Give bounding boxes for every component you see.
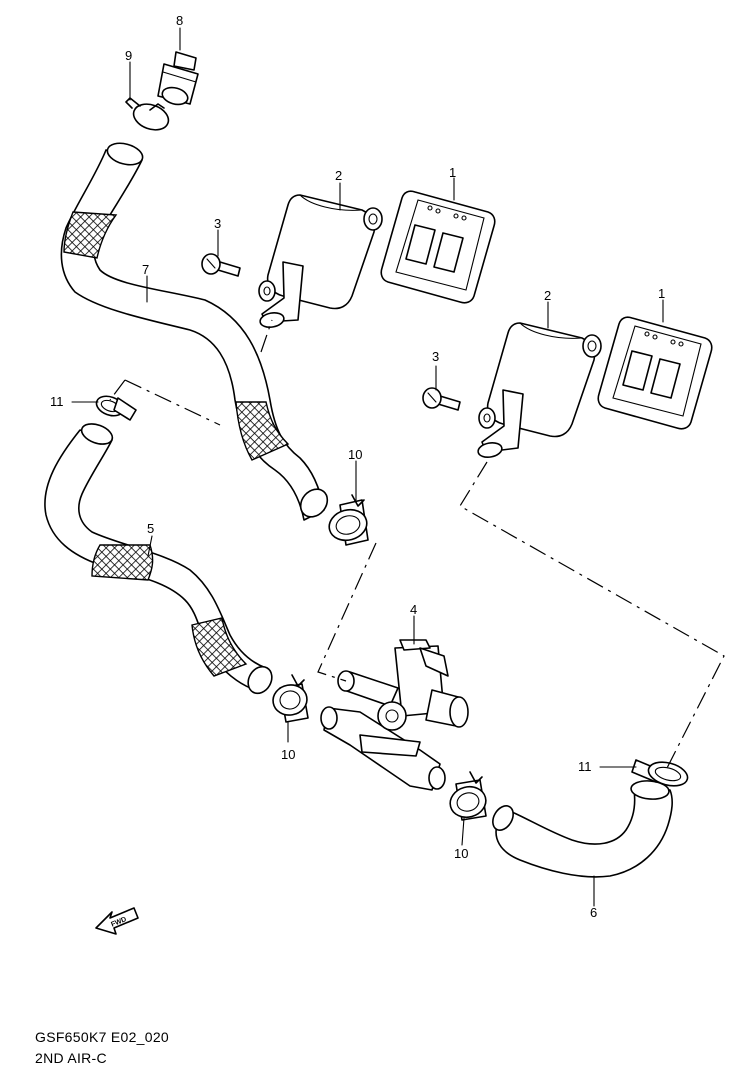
callout-8: 8	[176, 13, 183, 28]
callout-9: 9	[125, 48, 132, 63]
clamp-part-10-upper	[328, 494, 369, 546]
callout-5: 5	[147, 521, 154, 536]
reed-plate-part-1-right	[597, 316, 713, 430]
air-valve-part-4	[320, 639, 469, 791]
reed-cover-part-2-top	[258, 194, 383, 329]
clamp-part-10-right	[449, 771, 487, 821]
clamp-part-10-left	[272, 674, 309, 723]
callout-2-top: 2	[335, 168, 342, 183]
callout-10-upper: 10	[348, 447, 362, 462]
bolt-part-3-top	[201, 253, 241, 277]
callout-11-left: 11	[50, 394, 64, 409]
callout-7: 7	[142, 262, 149, 277]
bolt-part-3-right	[422, 387, 461, 411]
callout-10-left: 10	[281, 747, 295, 762]
clamp-part-11-left	[95, 395, 137, 421]
callout-3-top: 3	[214, 216, 221, 231]
hose-part-6	[492, 780, 673, 878]
callout-2-right: 2	[544, 288, 551, 303]
hose-part-7	[60, 142, 329, 521]
fwd-arrow-icon: FWD	[95, 907, 139, 935]
diagram-title: 2ND AIR-C	[35, 1050, 107, 1066]
callout-4: 4	[410, 602, 417, 617]
reed-cover-part-2-right	[477, 322, 602, 459]
callout-3-right: 3	[432, 349, 439, 364]
clamp-part-11-right	[631, 759, 689, 787]
connection-lines	[109, 319, 725, 771]
callout-1-top: 1	[449, 165, 456, 180]
callout-10-right: 10	[454, 846, 468, 861]
callout-11-right: 11	[578, 759, 592, 774]
callout-6: 6	[590, 905, 597, 920]
reed-plate-part-1-top	[380, 190, 496, 304]
diagram-code: GSF650K7 E02_020	[35, 1029, 170, 1045]
leader-lines	[71, 27, 664, 907]
cap-part-8	[157, 51, 199, 106]
callout-numbers: 8 9 2 1 3 7 2 1 3 11 10 5 4 10 11 10 6	[50, 13, 665, 920]
clip-part-9	[125, 97, 170, 131]
callout-1-right: 1	[658, 286, 665, 301]
hose-part-5	[44, 423, 273, 695]
